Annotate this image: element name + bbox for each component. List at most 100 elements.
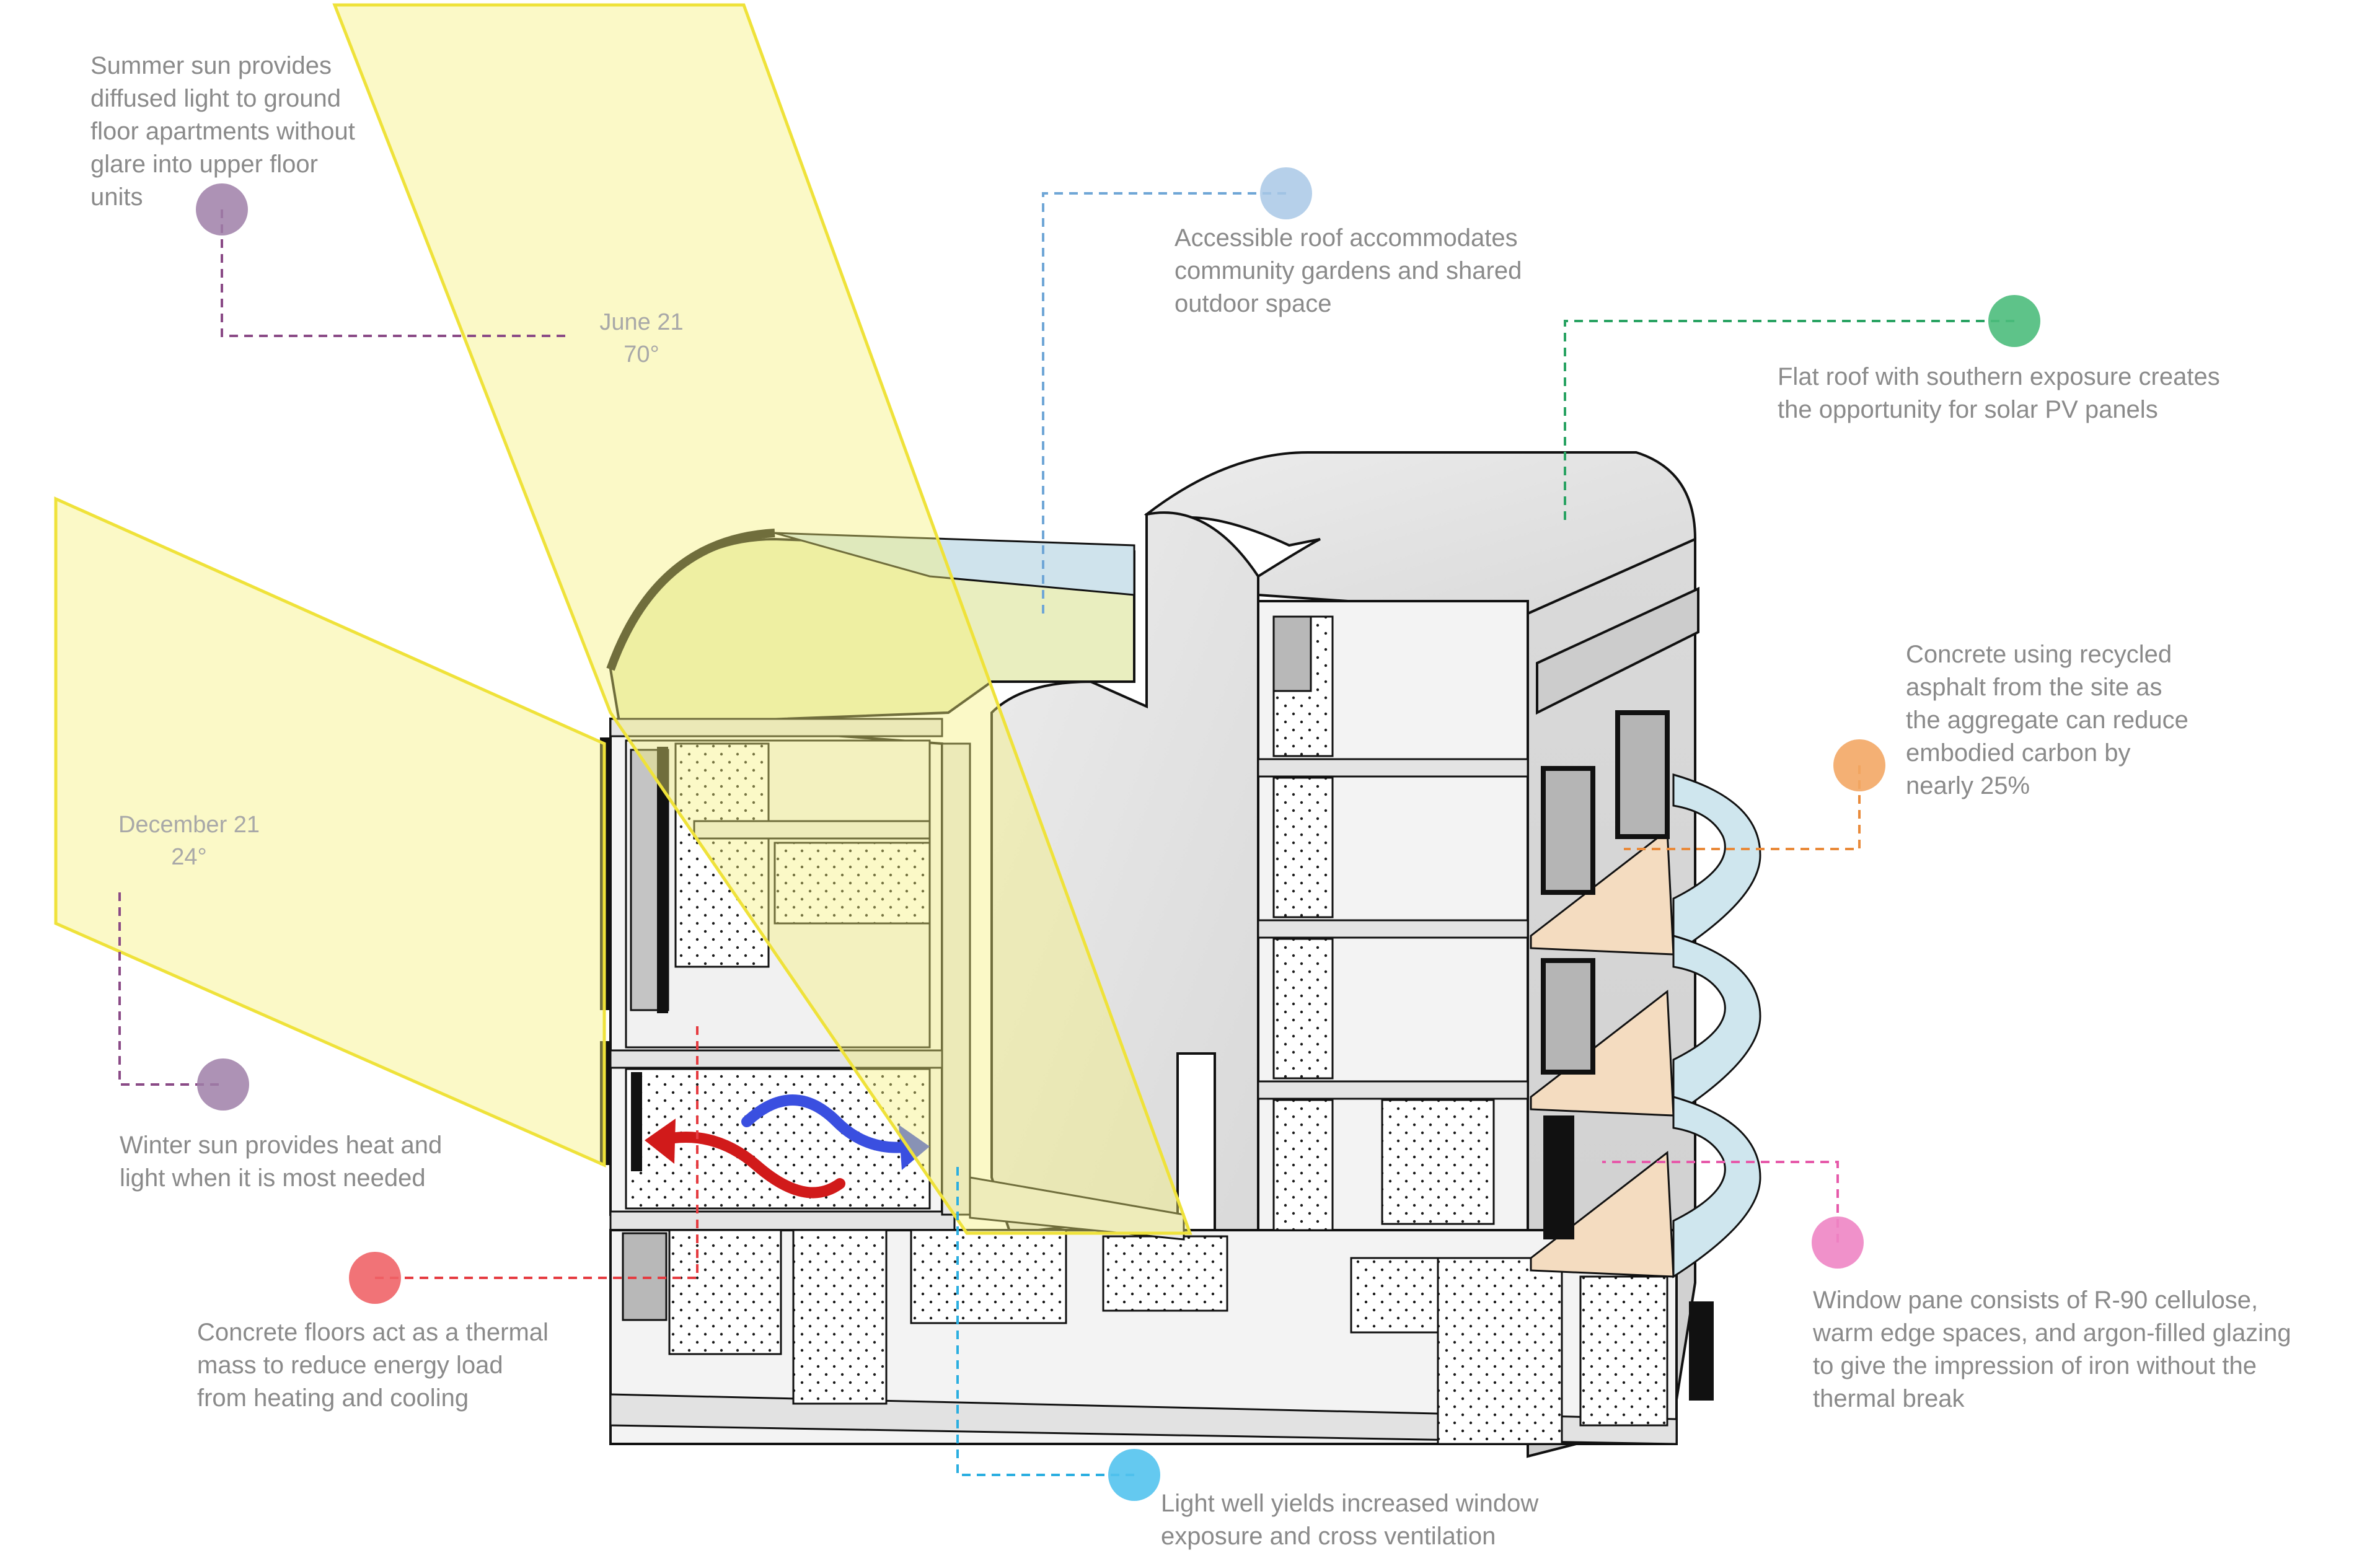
summer-sun-label: June 21 70° <box>580 306 703 371</box>
upper-mezzanine <box>693 820 931 840</box>
annotation-line: Accessible roof accommodates <box>1175 224 1518 252</box>
winter-sun-date: December 21 <box>118 812 260 838</box>
annotation-line: units <box>90 183 143 211</box>
leader-accessible-roof <box>1042 192 1286 620</box>
lightwell-column <box>941 742 971 1216</box>
annotation-line: light when it is most needed <box>120 1164 426 1192</box>
side-window-ground <box>1689 1301 1714 1401</box>
dot-summer-sun <box>196 183 248 235</box>
tower-wall-stipple-3 <box>1272 938 1334 1080</box>
warm-air-arrowhead <box>645 1119 676 1164</box>
dot-window-pane <box>1812 1216 1864 1269</box>
annotation-line: community gardens and shared <box>1175 257 1522 284</box>
dot-accessible-roof <box>1260 167 1312 219</box>
summer-sun-date: June 21 <box>599 309 684 335</box>
leader-lines <box>118 167 2040 1501</box>
annotation-accessible-roof: Accessible roof accommodates community g… <box>1175 222 1522 320</box>
tower-wall-stipple-4 <box>1272 1099 1334 1231</box>
tower-slab-2 <box>1257 919 1529 939</box>
annotation-line: thermal break <box>1813 1385 1965 1412</box>
middle-window <box>631 1072 642 1171</box>
annotation-recycled-concrete: Concrete using recycled asphalt from the… <box>1906 638 2188 803</box>
tower-roof <box>1144 451 1697 615</box>
annotation-line: from heating and cooling <box>197 1384 469 1412</box>
winter-sun-angle: 24° <box>171 844 207 870</box>
winter-sun-label: December 21 24° <box>96 809 282 873</box>
winter-sun-plane <box>54 496 606 1168</box>
ground-wall-2 <box>792 1229 888 1405</box>
lightwell-floor <box>969 1176 1185 1241</box>
cool-air-arrowhead <box>899 1125 930 1170</box>
cool-air-arrow <box>741 1094 917 1153</box>
annotation-window-pane: Window pane consists of R-90 cellulose, … <box>1813 1284 2291 1415</box>
tower-wall-stipple-5 <box>1381 1099 1495 1225</box>
annotation-line: Concrete using recycled <box>1906 641 2172 668</box>
tower-slab-1 <box>1257 758 1529 778</box>
annotation-line: Summer sun provides <box>90 52 332 79</box>
annotation-line: Window pane consists of R-90 cellulose, <box>1813 1287 2259 1314</box>
rear-concrete-wall <box>990 511 1259 1235</box>
annotation-line: glare into upper floor <box>90 151 318 178</box>
annotation-line: outdoor space <box>1175 290 1332 317</box>
annotation-line: Concrete floors act as a thermal <box>197 1319 549 1346</box>
annotation-flat-roof: Flat roof with southern exposure creates… <box>1778 361 2220 426</box>
annotation-line: to give the impression of iron without t… <box>1813 1352 2257 1379</box>
annotation-line: embodied carbon by <box>1906 739 2131 767</box>
tower-slab-3 <box>1257 1080 1529 1100</box>
ground-wall-7 <box>1579 1275 1668 1427</box>
annotation-winter-sun: Winter sun provides heat and light when … <box>120 1129 442 1195</box>
summer-sun-angle: 70° <box>624 341 659 367</box>
dot-light-well <box>1108 1449 1160 1501</box>
upper-wall-stipple <box>674 742 770 968</box>
annotation-line: mass to reduce energy load <box>197 1352 503 1379</box>
roof-edge <box>606 529 775 671</box>
annotation-summer-sun: Summer sun provides diffused light to gr… <box>90 50 355 214</box>
annotation-line: Light well yields increased window <box>1161 1490 1539 1517</box>
ground-wall-3 <box>910 1229 1067 1324</box>
annotation-line: Flat roof with southern exposure creates <box>1778 363 2220 390</box>
annotation-line: diffused light to ground <box>90 85 342 112</box>
annotation-line: the opportunity for solar PV panels <box>1778 396 2158 423</box>
ground-wall-1 <box>668 1229 782 1355</box>
annotation-line: exposure and cross ventilation <box>1161 1523 1496 1550</box>
annotation-line: floor apartments without <box>90 118 355 145</box>
annotation-light-well: Light well yields increased window expos… <box>1161 1487 1538 1553</box>
warm-air-arrow <box>654 1132 845 1199</box>
annotation-line: asphalt from the site as <box>1906 674 2162 701</box>
slab-upper <box>609 718 943 737</box>
upper-window-frame <box>657 747 668 1013</box>
annotation-line: nearly 25% <box>1906 772 2030 799</box>
dot-concrete-floors <box>349 1252 401 1304</box>
ground-wall-4 <box>1102 1235 1228 1312</box>
side-window-2 <box>1615 710 1670 839</box>
ground-slab-bottom <box>609 1393 1678 1445</box>
leader-concrete-floors <box>375 1023 699 1279</box>
leader-summer-sun <box>221 209 567 337</box>
summer-sun-plane <box>332 3 1192 1235</box>
leader-window-pane <box>1602 1161 1839 1243</box>
balconies <box>1530 773 1761 1278</box>
building <box>600 451 1761 1458</box>
annotation-concrete-floors: Concrete floors act as a thermal mass to… <box>197 1316 549 1415</box>
annotation-line: the aggregate can reduce <box>1906 706 2188 734</box>
leader-flat-roof <box>1564 320 2014 521</box>
balcony-glass-3 <box>1672 1096 1761 1278</box>
ground-wall-6 <box>1437 1257 1563 1445</box>
leader-recycled-concrete <box>1624 765 1861 850</box>
tower-window-1 <box>1272 615 1312 692</box>
annotation-line: warm edge spaces, and argon-filled glazi… <box>1813 1319 2291 1347</box>
slab-ground <box>609 1210 956 1231</box>
dot-flat-roof <box>1988 295 2040 347</box>
dot-winter-sun <box>197 1058 249 1111</box>
side-window-4 <box>1543 1115 1574 1239</box>
tower-wall-stipple-2 <box>1272 776 1334 918</box>
side-window-top <box>1536 586 1699 715</box>
side-window-1 <box>1541 766 1595 895</box>
sun-planes <box>54 3 1192 1235</box>
annotation-line: Winter sun provides heat and <box>120 1132 443 1159</box>
upper-wall-stipple-2 <box>774 842 931 925</box>
side-window-3 <box>1541 958 1595 1075</box>
dot-recycled-concrete <box>1833 739 1885 791</box>
